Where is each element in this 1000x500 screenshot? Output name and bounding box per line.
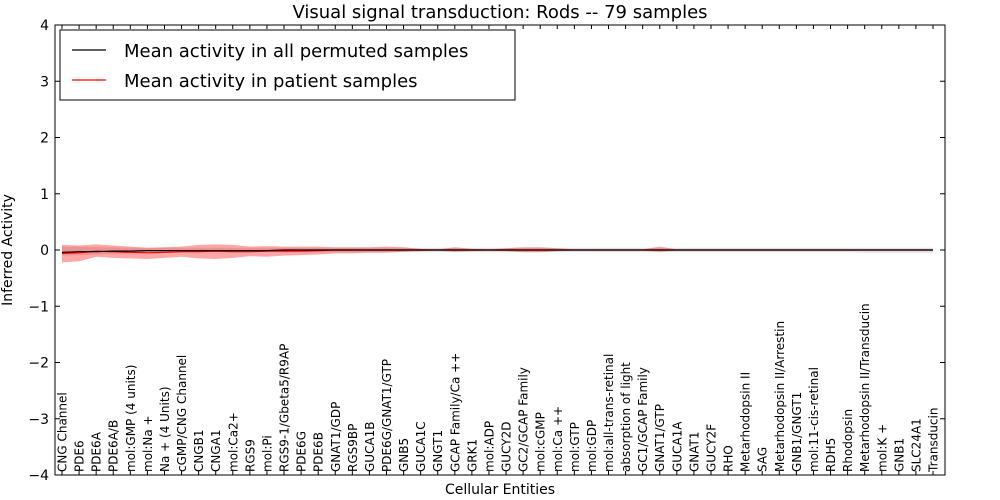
x-tick-label: Na + (4 Units) <box>158 386 172 472</box>
x-tick-label: RGS9-1/Gbeta5/R9AP <box>278 344 292 472</box>
x-tick-label: CNGB1 <box>192 429 206 472</box>
x-tick-label: PDE6G <box>295 431 309 472</box>
x-tick-label: SAG <box>756 447 770 472</box>
legend-label-permuted: Mean activity in all permuted samples <box>124 41 468 62</box>
x-tick-label: RGS9BP <box>346 424 360 472</box>
x-tick-label: mol:GMP (4 units) <box>124 365 138 472</box>
x-tick-label: PDE6 <box>73 440 87 472</box>
x-axis-label: Cellular Entities <box>445 482 555 498</box>
legend-box <box>59 29 516 101</box>
x-tick-label: mol:all-trans-retinal <box>602 354 616 472</box>
x-tick-label: GUCY2F <box>705 424 719 472</box>
x-tick-label: RDH5 <box>824 438 838 472</box>
x-tick-label: mol:Na + <box>141 415 155 472</box>
x-tick-label: mol:cGMP <box>534 412 548 472</box>
y-axis-ticks: −4 −3 −2 −1 0 1 2 3 4 <box>28 18 945 484</box>
x-tick-label: GNGT1 <box>431 430 445 472</box>
x-tick-label: mol:K + <box>875 424 889 472</box>
x-tick-label: RHO <box>722 445 736 472</box>
y-tick-label: 1 <box>40 187 49 203</box>
x-tick-label: mol:Ca2+ <box>226 412 240 472</box>
x-tick-label: GUCY2D <box>500 422 514 472</box>
y-tick-label: 0 <box>40 243 49 259</box>
y-axis-label: Inferred Activity <box>0 194 16 306</box>
x-tick-label: GNAT1 <box>687 431 701 472</box>
x-tick-label: RGS9 <box>243 439 257 472</box>
x-tick-label: CNGA1 <box>209 430 223 473</box>
legend-label-patient: Mean activity in patient samples <box>124 71 418 92</box>
y-tick-label: 2 <box>40 131 49 147</box>
x-tick-label: PDE6B <box>312 432 326 472</box>
x-tick-label: GC2/GCAP Family <box>517 367 531 472</box>
legend: Mean activity in all permuted samples Me… <box>59 29 516 101</box>
x-tick-label: SLC24A1 <box>909 418 923 472</box>
x-tick-label: GC1/GCAP Family <box>636 367 650 472</box>
y-tick-label: 3 <box>40 74 49 90</box>
x-tick-label: GUCA1A <box>670 421 684 472</box>
band-patient <box>62 244 933 263</box>
series-lines <box>61 249 933 254</box>
x-tick-label: absorption of light <box>619 362 633 472</box>
x-tick-label: mol:GDP <box>585 420 599 472</box>
x-tick-label: GNAT1/GTP <box>653 404 667 472</box>
y-tick-label: −3 <box>28 412 49 428</box>
x-tick-label: mol:ADP <box>483 421 497 472</box>
y-tick-label: −2 <box>28 356 49 372</box>
band-permuted <box>62 246 933 256</box>
x-tick-label: PDE6A/B <box>107 420 121 472</box>
y-tick-label: 4 <box>40 18 49 34</box>
x-tick-label: CNG Channel <box>56 392 70 472</box>
x-tick-label: PDE6G/GNAT1/GTP <box>380 359 394 472</box>
series-line-permuted <box>61 249 933 253</box>
chart-title: Visual signal transduction: Rods -- 79 s… <box>292 2 707 23</box>
y-tick-label: −4 <box>28 468 49 484</box>
x-tick-label: Metarhodopsin II/Transducin <box>858 303 872 472</box>
x-tick-label: GCAP Family/Ca ++ <box>448 353 462 472</box>
x-tick-label: Metarhodopsin II/Arrestin <box>773 321 787 472</box>
x-tick-label: mol:GTP <box>568 422 582 472</box>
x-tick-label: cGMP/CNG Channel <box>175 355 189 472</box>
x-tick-label: GUCA1C <box>414 421 428 472</box>
x-tick-label: PDE6A <box>90 431 104 472</box>
x-tick-label: GNAT1/GDP <box>329 402 343 472</box>
x-tick-label: Transducin <box>927 408 941 473</box>
x-tick-label: GUCA1B <box>363 421 377 472</box>
y-tick-label: −1 <box>28 299 49 315</box>
x-tick-label: mol:Ca ++ <box>551 406 565 472</box>
x-tick-label: GNB1 <box>892 438 906 472</box>
x-tick-label: GNB1/GNGT1 <box>790 392 804 472</box>
error-bands <box>62 244 933 263</box>
x-tick-label: GRK1 <box>465 439 479 472</box>
x-tick-label: GNB5 <box>397 438 411 472</box>
x-tick-label: Metarhodopsin II <box>739 372 753 472</box>
x-tick-label: mol:11-cis-retinal <box>807 367 821 472</box>
x-tick-label: Rhodopsin <box>841 409 855 472</box>
x-tick-label: mol:Pi <box>260 435 274 472</box>
